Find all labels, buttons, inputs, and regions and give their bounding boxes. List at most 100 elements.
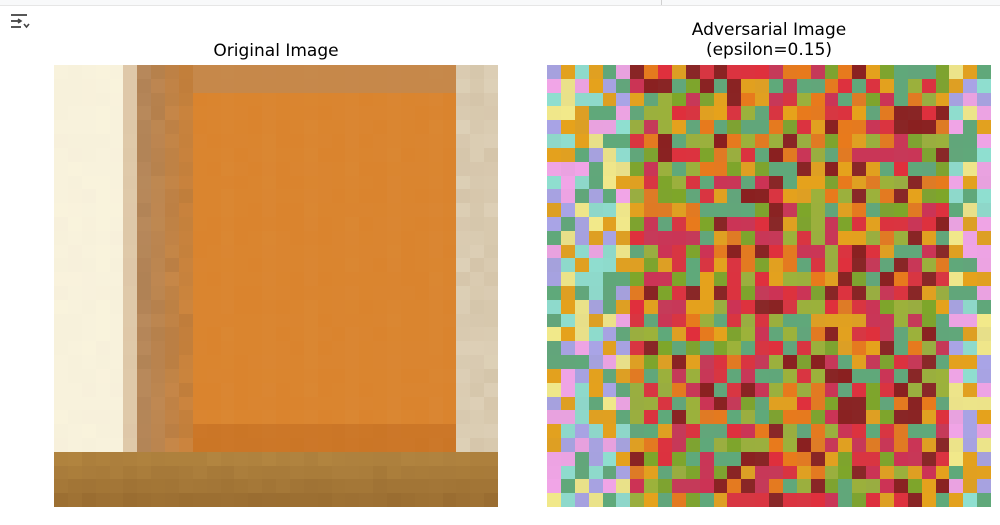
image-pixel bbox=[949, 451, 964, 466]
image-pixel bbox=[727, 92, 742, 107]
image-pixel bbox=[907, 327, 922, 342]
image-pixel bbox=[658, 313, 672, 328]
image-pixel bbox=[644, 216, 658, 231]
image-pixel bbox=[234, 299, 249, 314]
image-pixel bbox=[178, 313, 193, 328]
image-pixel bbox=[602, 120, 617, 135]
image-pixel bbox=[713, 92, 728, 107]
image-pixel bbox=[713, 424, 728, 438]
image-pixel bbox=[893, 437, 908, 452]
image-pixel bbox=[345, 286, 360, 300]
image-pixel bbox=[442, 396, 457, 411]
image-pixel bbox=[165, 92, 179, 107]
image-pixel bbox=[414, 327, 429, 342]
image-pixel bbox=[574, 299, 589, 314]
image-pixel bbox=[331, 244, 346, 259]
image-pixel bbox=[109, 272, 124, 286]
output-toggle-button[interactable] bbox=[6, 10, 32, 32]
image-pixel bbox=[373, 216, 387, 231]
image-pixel bbox=[866, 106, 880, 121]
image-pixel bbox=[484, 65, 498, 79]
image-pixel bbox=[949, 313, 964, 328]
image-pixel bbox=[588, 341, 603, 356]
image-pixel bbox=[414, 286, 429, 300]
image-pixel bbox=[123, 410, 138, 425]
image-pixel bbox=[151, 147, 165, 162]
image-pixel bbox=[866, 189, 880, 204]
image-pixel bbox=[893, 258, 908, 273]
image-pixel bbox=[248, 341, 263, 356]
image-pixel bbox=[400, 189, 415, 204]
image-pixel bbox=[428, 424, 443, 438]
image-pixel bbox=[414, 396, 429, 411]
image-pixel bbox=[630, 161, 645, 176]
image-pixel bbox=[658, 355, 672, 369]
image-pixel bbox=[630, 78, 645, 93]
image-pixel bbox=[769, 65, 783, 79]
image-pixel bbox=[178, 451, 193, 466]
image-pixel bbox=[192, 355, 207, 369]
image-pixel bbox=[373, 479, 387, 494]
image-pixel bbox=[456, 368, 471, 383]
image-pixel bbox=[123, 272, 138, 286]
image-pixel bbox=[137, 147, 152, 162]
image-pixel bbox=[824, 244, 839, 259]
image-pixel bbox=[658, 258, 672, 273]
image-pixel bbox=[165, 230, 179, 245]
image-pixel bbox=[234, 286, 249, 300]
image-pixel bbox=[123, 230, 138, 245]
image-pixel bbox=[109, 161, 124, 176]
image-pixel bbox=[81, 78, 96, 93]
image-pixel bbox=[921, 327, 936, 342]
image-pixel bbox=[109, 120, 124, 135]
image-pixel bbox=[220, 147, 235, 162]
image-pixel bbox=[442, 175, 457, 190]
image-pixel bbox=[893, 92, 908, 107]
image-pixel bbox=[456, 313, 471, 328]
image-pixel bbox=[727, 313, 742, 328]
image-pixel bbox=[810, 286, 825, 300]
image-pixel bbox=[547, 161, 561, 176]
image-pixel bbox=[373, 368, 387, 383]
image-pixel bbox=[248, 147, 263, 162]
image-pixel bbox=[935, 175, 950, 190]
image-pixel bbox=[810, 147, 825, 162]
image-pixel bbox=[977, 216, 991, 231]
image-pixel bbox=[630, 437, 645, 452]
image-pixel bbox=[963, 313, 978, 328]
image-pixel bbox=[262, 396, 276, 411]
image-pixel bbox=[234, 244, 249, 259]
image-pixel bbox=[755, 92, 769, 107]
image-pixel bbox=[866, 244, 880, 259]
image-pixel bbox=[400, 78, 415, 93]
image-pixel bbox=[81, 410, 96, 425]
image-pixel bbox=[741, 465, 756, 480]
image-pixel bbox=[178, 134, 193, 148]
image-pixel bbox=[206, 313, 221, 328]
image-pixel bbox=[796, 355, 811, 369]
image-pixel bbox=[248, 355, 263, 369]
image-pixel bbox=[81, 147, 96, 162]
image-pixel bbox=[151, 258, 165, 273]
image-pixel bbox=[289, 230, 304, 245]
image-pixel bbox=[470, 368, 485, 383]
image-pixel bbox=[303, 355, 318, 369]
image-pixel bbox=[880, 382, 894, 397]
image-pixel bbox=[741, 424, 756, 438]
image-pixel bbox=[456, 65, 471, 79]
image-pixel bbox=[921, 479, 936, 494]
image-pixel bbox=[616, 396, 631, 411]
image-pixel bbox=[192, 479, 207, 494]
image-pixel bbox=[359, 244, 374, 259]
image-pixel bbox=[935, 327, 950, 342]
image-pixel bbox=[109, 479, 124, 494]
image-pixel bbox=[414, 230, 429, 245]
image-pixel bbox=[588, 106, 603, 121]
image-pixel bbox=[400, 465, 415, 480]
image-pixel bbox=[373, 451, 387, 466]
image-pixel bbox=[977, 120, 991, 135]
image-pixel bbox=[949, 479, 964, 494]
image-pixel bbox=[588, 78, 603, 93]
image-pixel bbox=[755, 134, 769, 148]
image-pixel bbox=[727, 147, 742, 162]
